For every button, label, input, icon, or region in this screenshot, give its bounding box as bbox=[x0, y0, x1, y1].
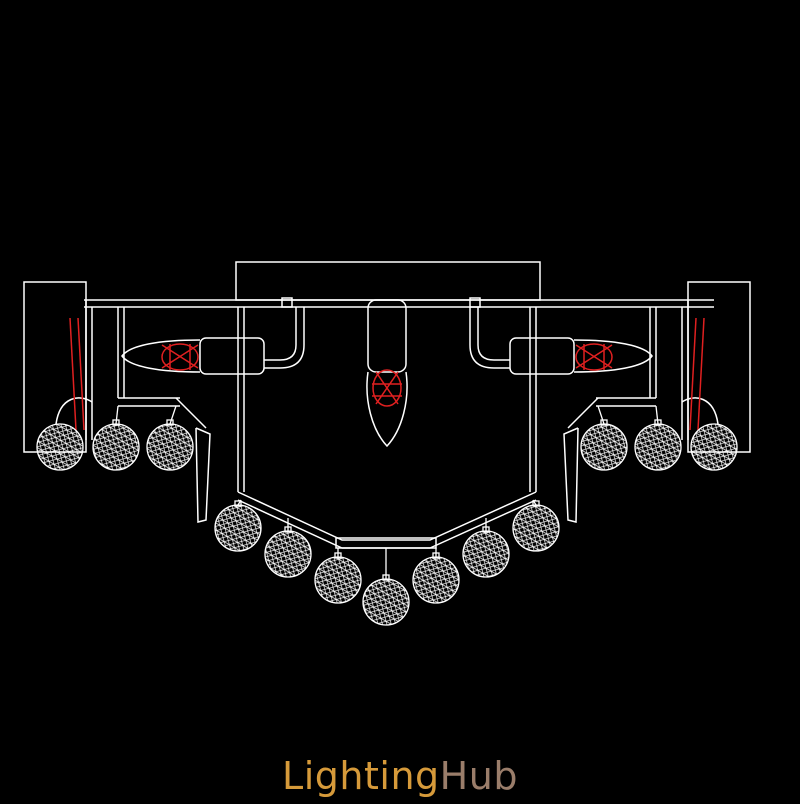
left-candle-arm bbox=[121, 307, 305, 375]
crystal-sphere bbox=[146, 405, 194, 471]
left-side-wiring bbox=[69, 317, 85, 431]
crystal-sphere bbox=[264, 518, 312, 578]
watermark-part2: Hub bbox=[439, 754, 518, 798]
crystal-sphere bbox=[214, 499, 262, 552]
center-bulb-filament bbox=[372, 369, 402, 407]
crystal-sphere bbox=[362, 548, 410, 626]
crystal-sphere bbox=[412, 548, 460, 604]
brand-watermark: LightingHub bbox=[0, 748, 800, 804]
right-sphere-bracket bbox=[567, 397, 719, 429]
side-strips bbox=[195, 427, 579, 523]
right-candle-arm bbox=[469, 307, 653, 375]
crystal-sphere bbox=[314, 548, 362, 604]
crystal-sphere bbox=[462, 518, 510, 578]
ceiling-canopy bbox=[235, 261, 541, 301]
right-bulb-filament bbox=[575, 343, 613, 371]
watermark-part1: Lighting bbox=[282, 754, 440, 798]
center-candle bbox=[366, 299, 408, 448]
right-side-wiring bbox=[689, 317, 705, 431]
crystal-sphere bbox=[634, 405, 682, 471]
crystal-sphere bbox=[512, 499, 560, 552]
ring-hangers bbox=[237, 307, 537, 492]
crystal-sphere bbox=[580, 405, 628, 471]
left-sphere-bracket bbox=[55, 397, 207, 429]
crystal-sphere bbox=[92, 405, 140, 471]
crystal-sphere bbox=[36, 423, 84, 471]
left-bulb-filament bbox=[161, 343, 199, 371]
crystal-sphere bbox=[690, 423, 738, 471]
